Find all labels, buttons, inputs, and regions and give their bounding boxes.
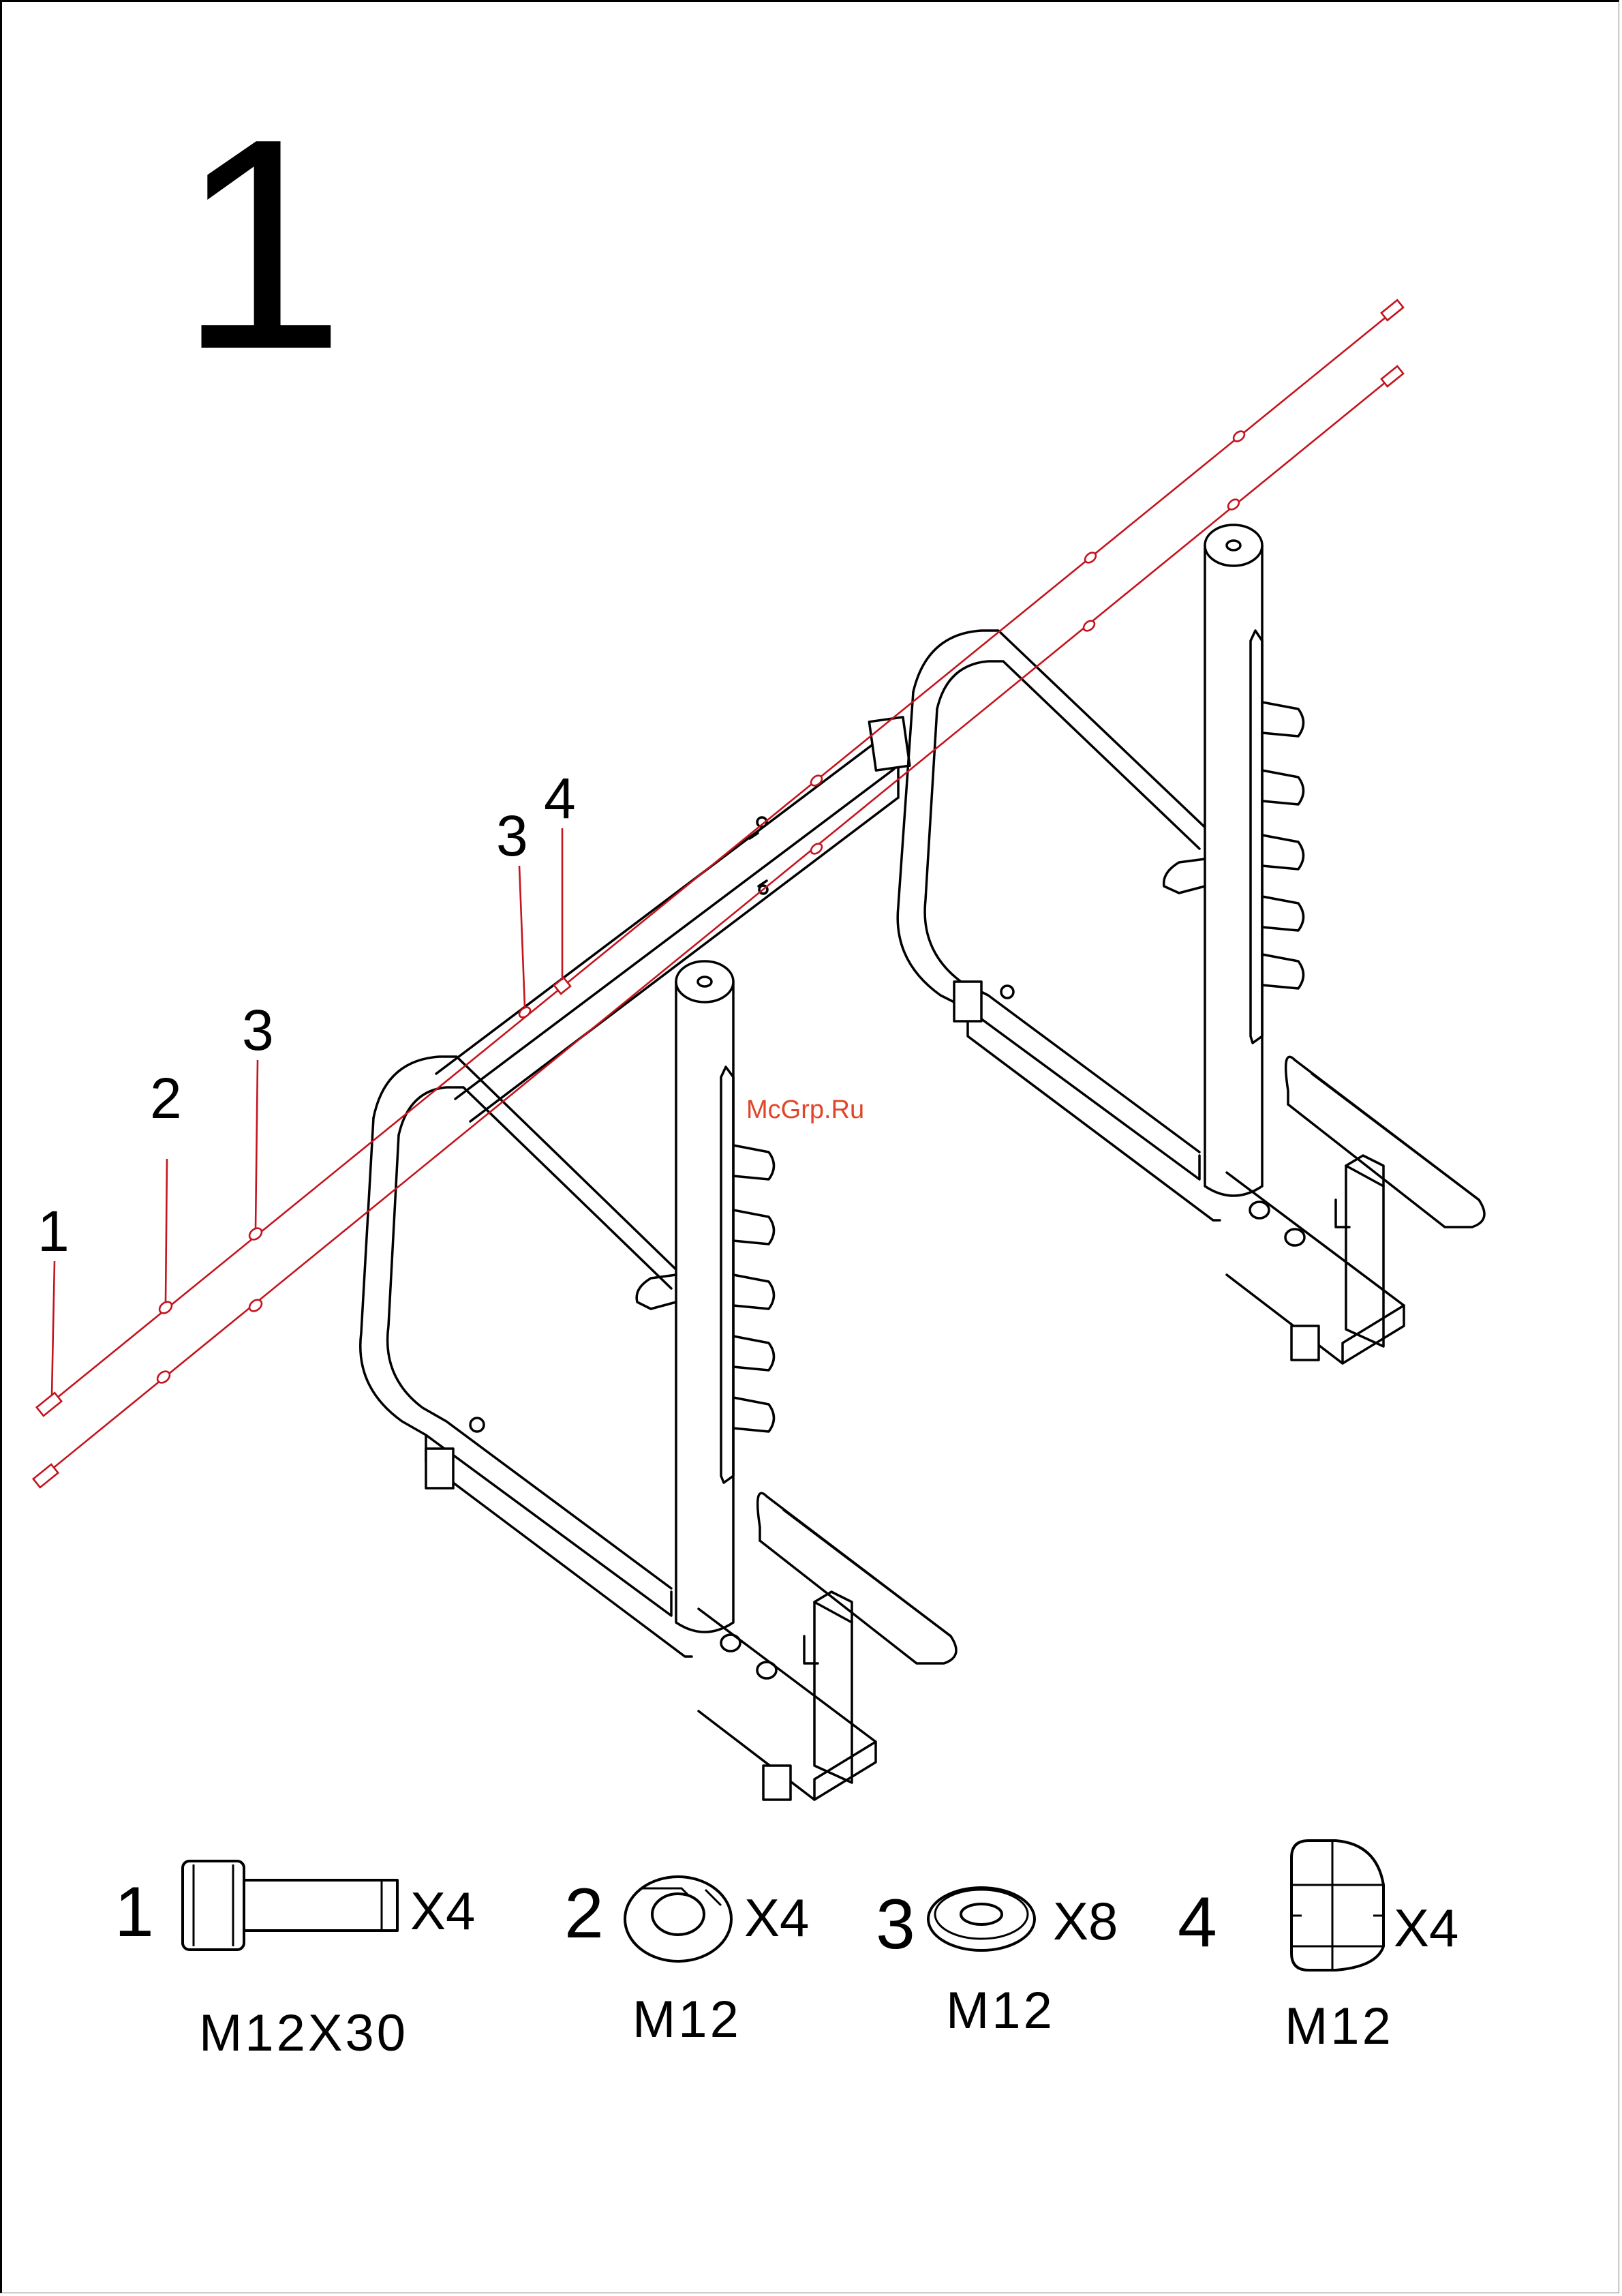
rear-frame — [898, 525, 1484, 1363]
part-4-quantity: X4 — [1394, 1898, 1458, 1958]
part-4: 4 X4 M12 — [1178, 1841, 1458, 2055]
part-2-spec: M12 — [632, 1991, 741, 2049]
callout-2: 2 — [150, 1066, 182, 1130]
part-1-quantity: X4 — [410, 1881, 475, 1941]
part-3-spec: M12 — [946, 1982, 1055, 2040]
part-3-quantity: X8 — [1053, 1891, 1118, 1951]
top-crossbar — [436, 717, 910, 1121]
hardware-legend: 1 X4 M12X30 2 — [114, 1841, 1458, 2062]
part-4-spec: M12 — [1285, 1997, 1394, 2055]
callout-3-front: 3 — [242, 998, 274, 1062]
callout-4: 4 — [544, 766, 576, 830]
front-frame — [361, 961, 956, 1800]
part-2: 2 X4 M12 — [564, 1874, 809, 2049]
part-1: 1 X4 M12X30 — [114, 1861, 475, 2062]
part-2-quantity: X4 — [744, 1888, 809, 1948]
part-1-number: 1 — [114, 1873, 154, 1952]
part-1-spec: M12X30 — [199, 2004, 408, 2062]
part-4-number: 4 — [1178, 1883, 1217, 1962]
bolt-icon — [183, 1861, 397, 1950]
cap-nut-icon — [1291, 1841, 1383, 1970]
part-3: 3 X8 M12 — [876, 1885, 1118, 2040]
callout-1: 1 — [37, 1199, 70, 1263]
spring-washer-icon — [625, 1877, 731, 1961]
crossbar-bracket — [869, 717, 910, 770]
watermark: McGrp.Ru — [746, 1096, 864, 1124]
part-3-number: 3 — [876, 1885, 915, 1964]
step-number: 1 — [179, 77, 346, 412]
rack-frame-illustration: 1 2 3 3 4 McGrp.Ru — [33, 300, 1484, 1800]
flat-washer-icon — [928, 1888, 1035, 1950]
part-2-number: 2 — [564, 1874, 604, 1953]
callout-3-rear: 3 — [496, 804, 528, 868]
